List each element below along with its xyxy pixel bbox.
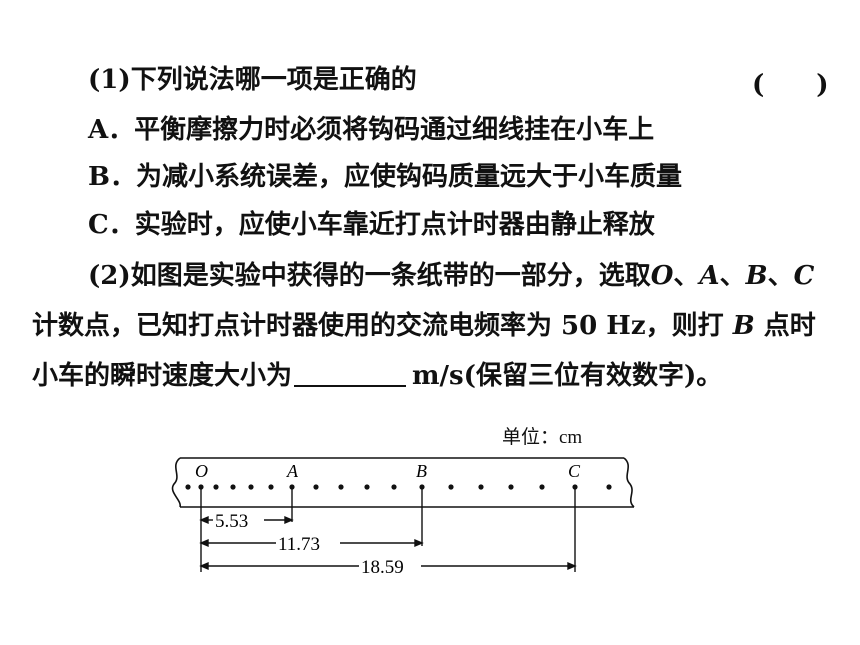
tape-dots <box>185 484 612 490</box>
dot <box>508 484 514 490</box>
dot <box>313 484 319 490</box>
measure-verticals <box>200 487 576 572</box>
q2-text-2a: 计数点，已知打点计时器使用的交流电频率为 50 Hz，则打 <box>32 311 724 341</box>
dot <box>539 484 545 490</box>
var-a: A <box>699 261 720 291</box>
label-c: C <box>568 461 581 481</box>
dot <box>248 484 254 490</box>
sep: 、 <box>673 261 700 291</box>
answer-parentheses: ( ) <box>752 70 829 100</box>
var-b: B <box>732 311 755 341</box>
dot <box>448 484 454 490</box>
answer-blank[interactable] <box>294 363 407 387</box>
q2-text-2b: 点时 <box>763 311 816 341</box>
option-a: A．平衡摩擦力时必须将钩码通过细线挂在小车上 <box>88 115 655 145</box>
q2-text-3b: m/s(保留三位有效数字)。 <box>412 361 723 391</box>
var-c: C <box>793 261 815 291</box>
sep: 、 <box>767 261 794 291</box>
q2-text: (2)如图是实验中获得的一条纸带的一部分，选取 <box>88 261 651 291</box>
option-b: B．为减小系统误差，应使钩码质量远大于小车质量 <box>88 162 682 192</box>
dot <box>268 484 274 490</box>
var-b: B <box>745 261 768 291</box>
distance-oc: 18.59 <box>361 557 404 578</box>
dot <box>478 484 484 490</box>
label-o: O <box>195 461 208 481</box>
dot <box>391 484 397 490</box>
distance-ob: 11.73 <box>278 534 320 555</box>
dot <box>606 484 612 490</box>
question-2-line-1: (2)如图是实验中获得的一条纸带的一部分，选取O、A、B、C <box>88 260 814 292</box>
dot <box>213 484 219 490</box>
dot <box>338 484 344 490</box>
dot <box>230 484 236 490</box>
option-c: C．实验时，应使小车靠近打点计时器由静止释放 <box>88 210 655 240</box>
label-b: B <box>416 461 427 481</box>
var-o: O <box>650 261 674 291</box>
unit-label: 单位：cm <box>502 426 582 448</box>
label-a: A <box>286 461 299 481</box>
dot <box>185 484 191 490</box>
tape <box>171 457 635 508</box>
distance-oa: 5.53 <box>215 511 248 532</box>
sep: 、 <box>719 261 746 291</box>
dot <box>364 484 370 490</box>
question-1-stem: (1)下列说法哪一项是正确的 <box>88 65 417 95</box>
dimension-lines <box>199 515 577 571</box>
question-2-line-2: 计数点，已知打点计时器使用的交流电频率为 50 Hz，则打 B 点时 <box>32 310 816 342</box>
question-2-line-3: 小车的瞬时速度大小为 m/s(保留三位有效数字)。 <box>32 360 722 392</box>
q2-text-3a: 小车的瞬时速度大小为 <box>32 361 293 391</box>
